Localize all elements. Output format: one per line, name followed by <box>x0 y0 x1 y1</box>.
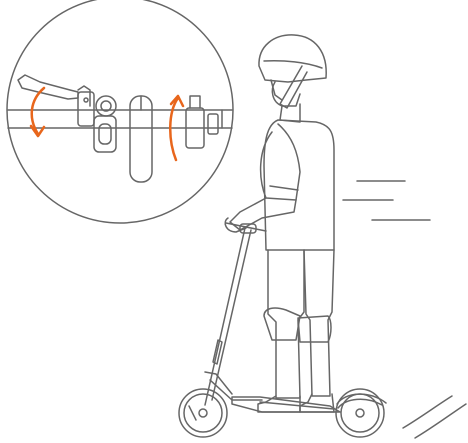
dashboard-display <box>129 95 153 183</box>
rider-leg-back <box>303 249 335 397</box>
rider-figure <box>224 34 335 413</box>
scooter-deck <box>231 396 341 413</box>
helmet-icon <box>258 34 327 109</box>
handlebar-detail-inset <box>6 0 234 224</box>
rider-torso <box>263 119 335 251</box>
rider-arm <box>259 123 301 201</box>
rotation-arrow-icon <box>29 86 185 162</box>
bell-button-icon <box>93 95 117 153</box>
front-wheel <box>178 388 228 438</box>
steering-stem <box>204 227 246 406</box>
brake-lever-icon <box>17 74 95 127</box>
throttle-icon <box>185 95 219 149</box>
detail-circle-frame <box>6 0 234 224</box>
handlebar-bar <box>7 109 233 129</box>
motion-lines-icon <box>342 180 467 439</box>
rear-wheel <box>335 388 385 438</box>
rider-leg-front <box>267 249 305 399</box>
kick-scooter-icon <box>178 222 387 438</box>
knee-pad <box>263 307 301 341</box>
